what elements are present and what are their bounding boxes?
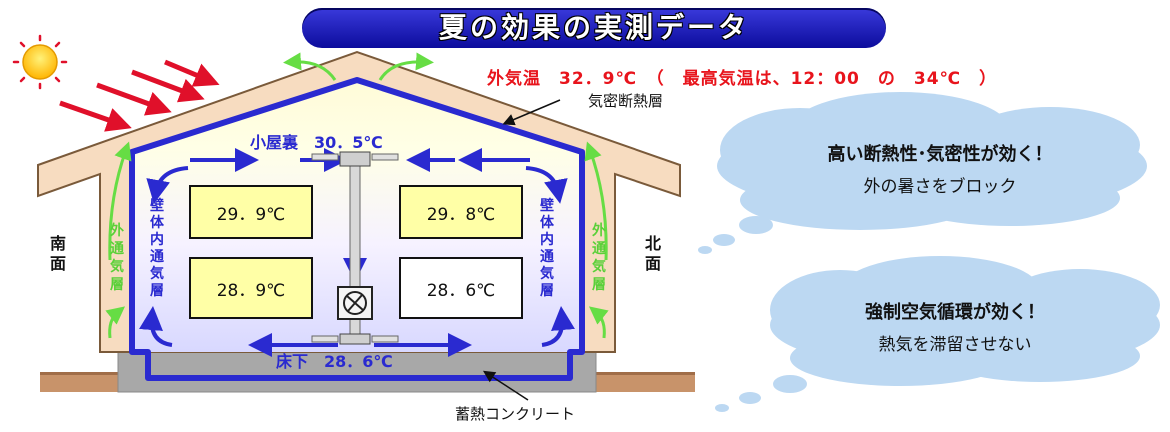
outer-vent-right-label: 外 通 気 層 (592, 222, 608, 294)
outer-vent-char: 通 (592, 241, 606, 257)
inner-vent-left-label: 壁 体 内 通 気 層 (150, 198, 166, 300)
room-upper-right (399, 185, 523, 239)
room-upper-right-temp: 29．8℃ (426, 205, 496, 225)
outside-temperature: 外気温 32．9℃ （ 最高気温は、12：00 の 34℃ ） (487, 69, 998, 89)
inner-vent-right-label: 壁 体 内 通 気 層 (540, 198, 556, 300)
inner-vent-char: 内 (150, 232, 164, 248)
underfloor-temperature: 床下 28．6℃ (276, 352, 393, 371)
inner-vent-char: 内 (540, 232, 554, 248)
inner-vent-char: 気 (150, 266, 164, 282)
inner-vent-char: 壁 (540, 198, 554, 214)
inner-vent-char: 気 (540, 266, 554, 282)
inner-vent-char: 体 (150, 215, 164, 231)
cloud-insulation (698, 92, 1147, 254)
outer-vent-char: 外 (110, 223, 124, 239)
outer-vent-char: 通 (110, 241, 124, 257)
south-face-char: 南 (50, 234, 67, 253)
concrete-slab (117, 351, 597, 393)
callout-circulation-line: 熱気を滞留させない (878, 335, 1032, 355)
insulation-layer (129, 77, 585, 381)
title-banner (302, 8, 886, 48)
sun-ray-arrows (59, 59, 220, 132)
room-upper-left-temp: 29．9℃ (216, 205, 286, 225)
callout-insulation: 高い断熱性･気密性が効く！ 外の暑さをブロック (760, 140, 1120, 197)
room-lower-left-temp: 28．9℃ (216, 281, 286, 301)
concrete-leader (482, 370, 529, 401)
room-lower-right-temp: 28．6℃ (426, 281, 496, 301)
callout-circulation: 強制空気循環が効く！ 熱気を滞留させない (790, 298, 1120, 355)
callout-circulation-line: 強制空気循環が効く！ (865, 302, 1045, 323)
cloud-circulation (715, 256, 1160, 412)
room-lower-left (189, 257, 313, 319)
outer-vent-char: 層 (592, 277, 606, 293)
south-face-char: 面 (50, 254, 67, 273)
attic-temperature: 小屋裏 30．5℃ (250, 133, 383, 152)
north-face-char: 面 (645, 254, 662, 273)
outer-vent-char: 層 (110, 277, 124, 293)
outer-vent-char: 外 (592, 223, 606, 239)
inner-vent-char: 壁 (150, 198, 164, 214)
inner-vent-char: 体 (540, 215, 554, 231)
room-upper-left (189, 185, 313, 239)
room-lower-right (399, 257, 523, 319)
insulation-leader (502, 99, 561, 126)
outer-vent-char: 気 (110, 259, 124, 275)
south-face-label: 南 面 (50, 234, 68, 274)
inner-vent-char: 通 (150, 249, 164, 265)
outer-vent-char: 気 (592, 259, 606, 275)
inner-vent-char: 層 (540, 283, 554, 299)
callout-insulation-line: 外の暑さをブロック (863, 177, 1017, 197)
inner-vent-char: 層 (150, 283, 164, 299)
diagram-title: 夏の効果の実測データ (438, 11, 749, 44)
callout-insulation-line: 高い断熱性･気密性が効く！ (827, 144, 1053, 165)
outer-vent-left-label: 外 通 気 層 (110, 222, 126, 294)
duct-column (311, 151, 399, 345)
inner-vent-char: 通 (540, 249, 554, 265)
outer-vent-arrows (105, 52, 609, 339)
north-face-label: 北 面 (645, 234, 663, 274)
concrete-label: 蓄熱コンクリート (455, 405, 576, 423)
insulation-layer-label: 気密断熱層 (588, 92, 664, 110)
sun-icon (12, 34, 68, 90)
north-face-char: 北 (645, 234, 662, 253)
fan-icon (337, 286, 373, 320)
